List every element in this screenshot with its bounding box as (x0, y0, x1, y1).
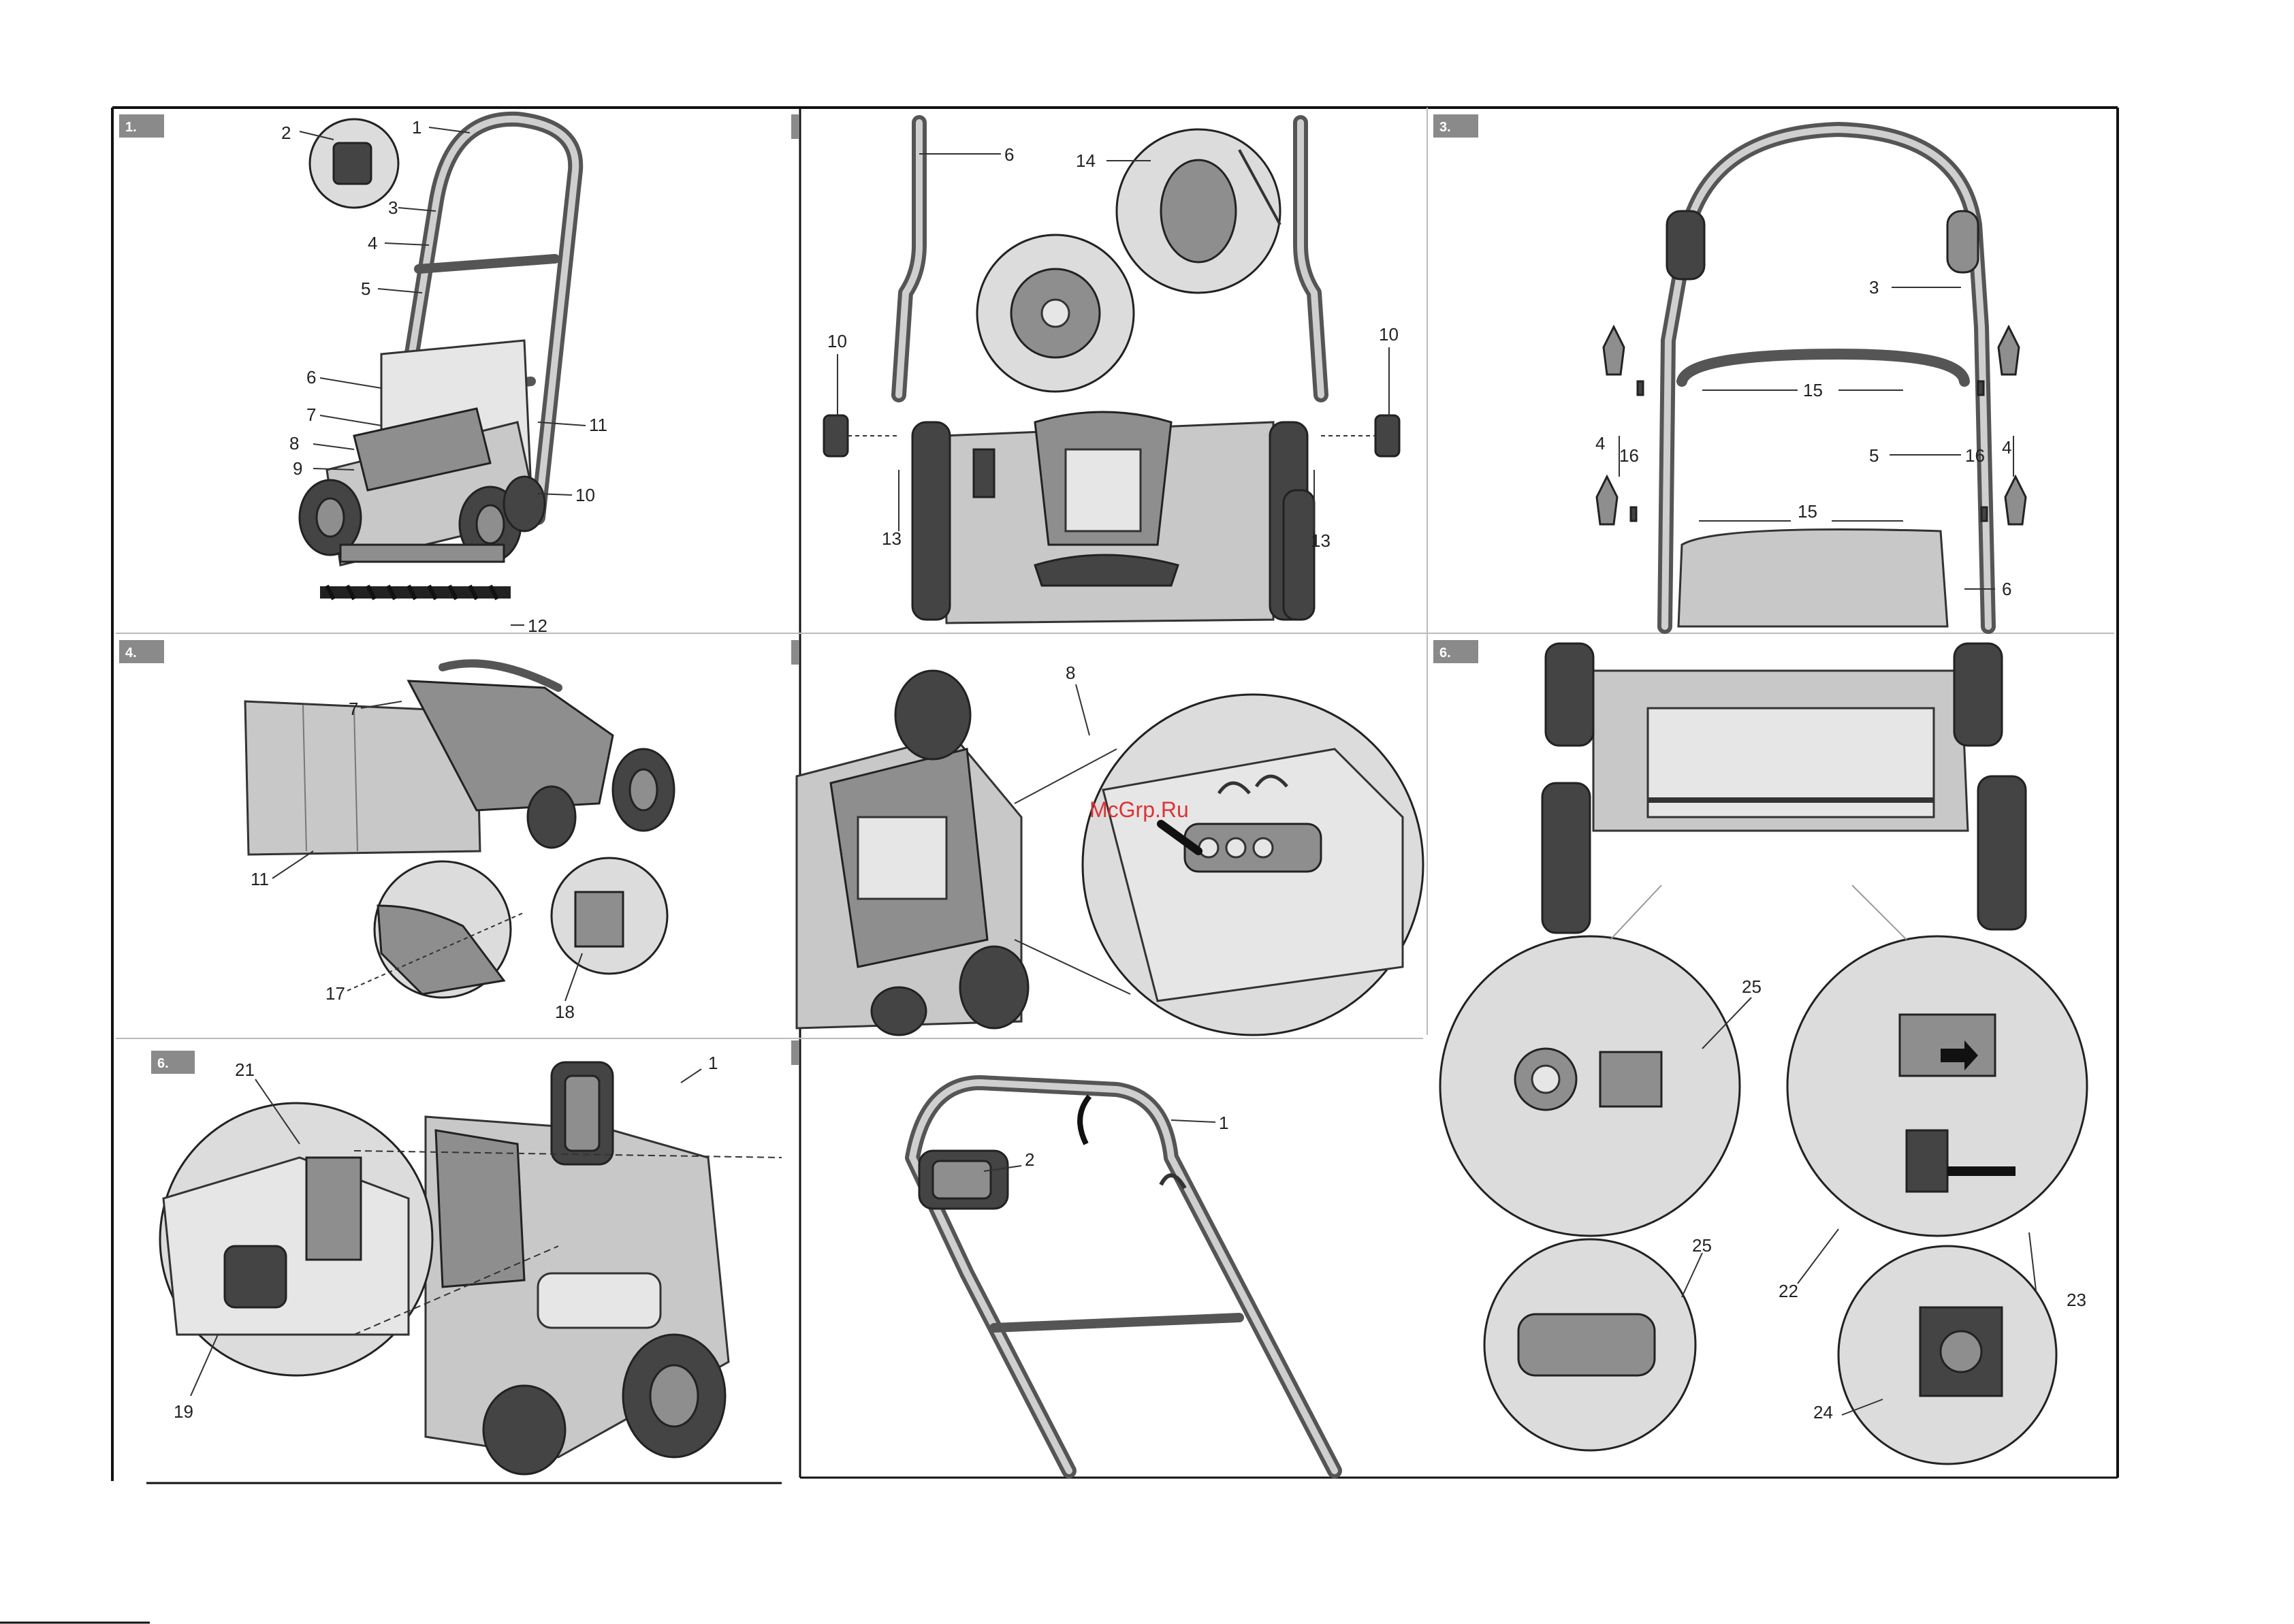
callout-4-left: 4 (1595, 433, 1605, 453)
roller-axle-detail-left (1440, 936, 1740, 1236)
panel-1: 1. (119, 114, 607, 636)
callout-16-right: 16 (1965, 445, 1985, 466)
panel-7-tag: 6. (157, 1056, 169, 1071)
knob-right (1375, 415, 1399, 456)
callout-6-frame: 6 (2002, 579, 2011, 599)
watermark: McGrp.Ru (1089, 797, 1189, 822)
callout-25-lower: 25 (1692, 1235, 1712, 1256)
panel-3-tag: 3. (1439, 120, 1451, 135)
callout-9: 9 (293, 458, 302, 479)
callout-11: 11 (589, 415, 607, 435)
callout-4-right: 4 (2002, 437, 2011, 458)
panel-8-callouts: 1 2 (984, 1113, 1228, 1171)
callout-12: 12 (528, 616, 547, 636)
callout-6-handle: 6 (1004, 144, 1014, 165)
collection-bag-illustration (245, 663, 674, 998)
callout-7: 7 (306, 404, 316, 425)
panel-5: 8 McGrp.Ru (791, 640, 1423, 1035)
callout-15-upper: 15 (1803, 380, 1823, 400)
callout-23: 23 (2067, 1290, 2086, 1310)
callout-5: 5 (361, 278, 370, 299)
callout-2-switch-box: 2 (1025, 1149, 1034, 1170)
panel-2: 6 14 10 10 13 13 (791, 114, 1399, 623)
height-lever-illustration (797, 671, 1423, 1035)
callout-22: 22 (1779, 1281, 1798, 1301)
panel-5-tag-bg (791, 640, 799, 665)
panel-7-marker (791, 1040, 799, 1065)
panel-4-tag: 4. (125, 646, 137, 660)
callout-21: 21 (235, 1060, 255, 1080)
panel-1-tag: 1. (125, 120, 137, 135)
callout-15-lower: 15 (1798, 501, 1817, 522)
callout-4: 4 (368, 233, 377, 253)
knob-4-upper-left (1604, 327, 1624, 375)
panel-3: 3. 3 15 4 16 (1433, 114, 2026, 626)
callout-24: 24 (1813, 1402, 1833, 1422)
callout-5: 5 (1869, 445, 1879, 466)
panel-4: 4. 7 11 17 18 (119, 640, 674, 1022)
callout-18: 18 (555, 1002, 575, 1022)
callout-16-left: 16 (1619, 445, 1639, 466)
panel-7: 6. 21 1 19 (151, 1040, 799, 1474)
callout-14: 14 (1076, 150, 1096, 171)
callout-7-bag: 7 (349, 699, 358, 719)
knob-4-lower-right (2005, 477, 2026, 524)
callout-2-switch: 2 (281, 123, 291, 143)
callout-1-lever: 1 (1219, 1113, 1228, 1133)
callout-8-lever: 8 (1066, 663, 1075, 683)
knob-left (824, 415, 848, 456)
callout-17: 17 (325, 983, 345, 1004)
callout-10-left: 10 (827, 331, 847, 351)
panel-2-tag-bg (791, 114, 799, 139)
roller-removal-illustration (1440, 643, 2087, 1464)
callout-1-handle: 1 (412, 117, 421, 138)
panel-6: 6. (1433, 640, 2087, 1464)
handle-assembly-illustration (1597, 129, 2026, 626)
callout-13-right: 13 (1311, 530, 1331, 551)
knob-4-lower-left (1597, 477, 1617, 524)
callout-13-left: 13 (882, 528, 902, 549)
callout-1-battery: 1 (708, 1053, 718, 1073)
callout-11-bag: 11 (251, 869, 269, 889)
callout-3: 3 (388, 197, 398, 218)
callout-10-right: 10 (1379, 324, 1399, 345)
callout-19: 19 (174, 1401, 193, 1422)
callout-6: 6 (306, 367, 316, 387)
battery-insert-illustration (160, 1062, 782, 1474)
callout-3-handle: 3 (1869, 277, 1879, 298)
start-handle-illustration (912, 1083, 1335, 1471)
panel-8: 1 2 (912, 1083, 1335, 1471)
callout-8: 8 (289, 433, 299, 453)
panel-6-tag: 6. (1439, 646, 1451, 660)
mower-assembled-illustration (300, 119, 575, 599)
callout-10: 10 (575, 485, 595, 505)
callout-25-upper: 25 (1742, 976, 1762, 997)
knob-4-upper-right (1998, 327, 2019, 375)
